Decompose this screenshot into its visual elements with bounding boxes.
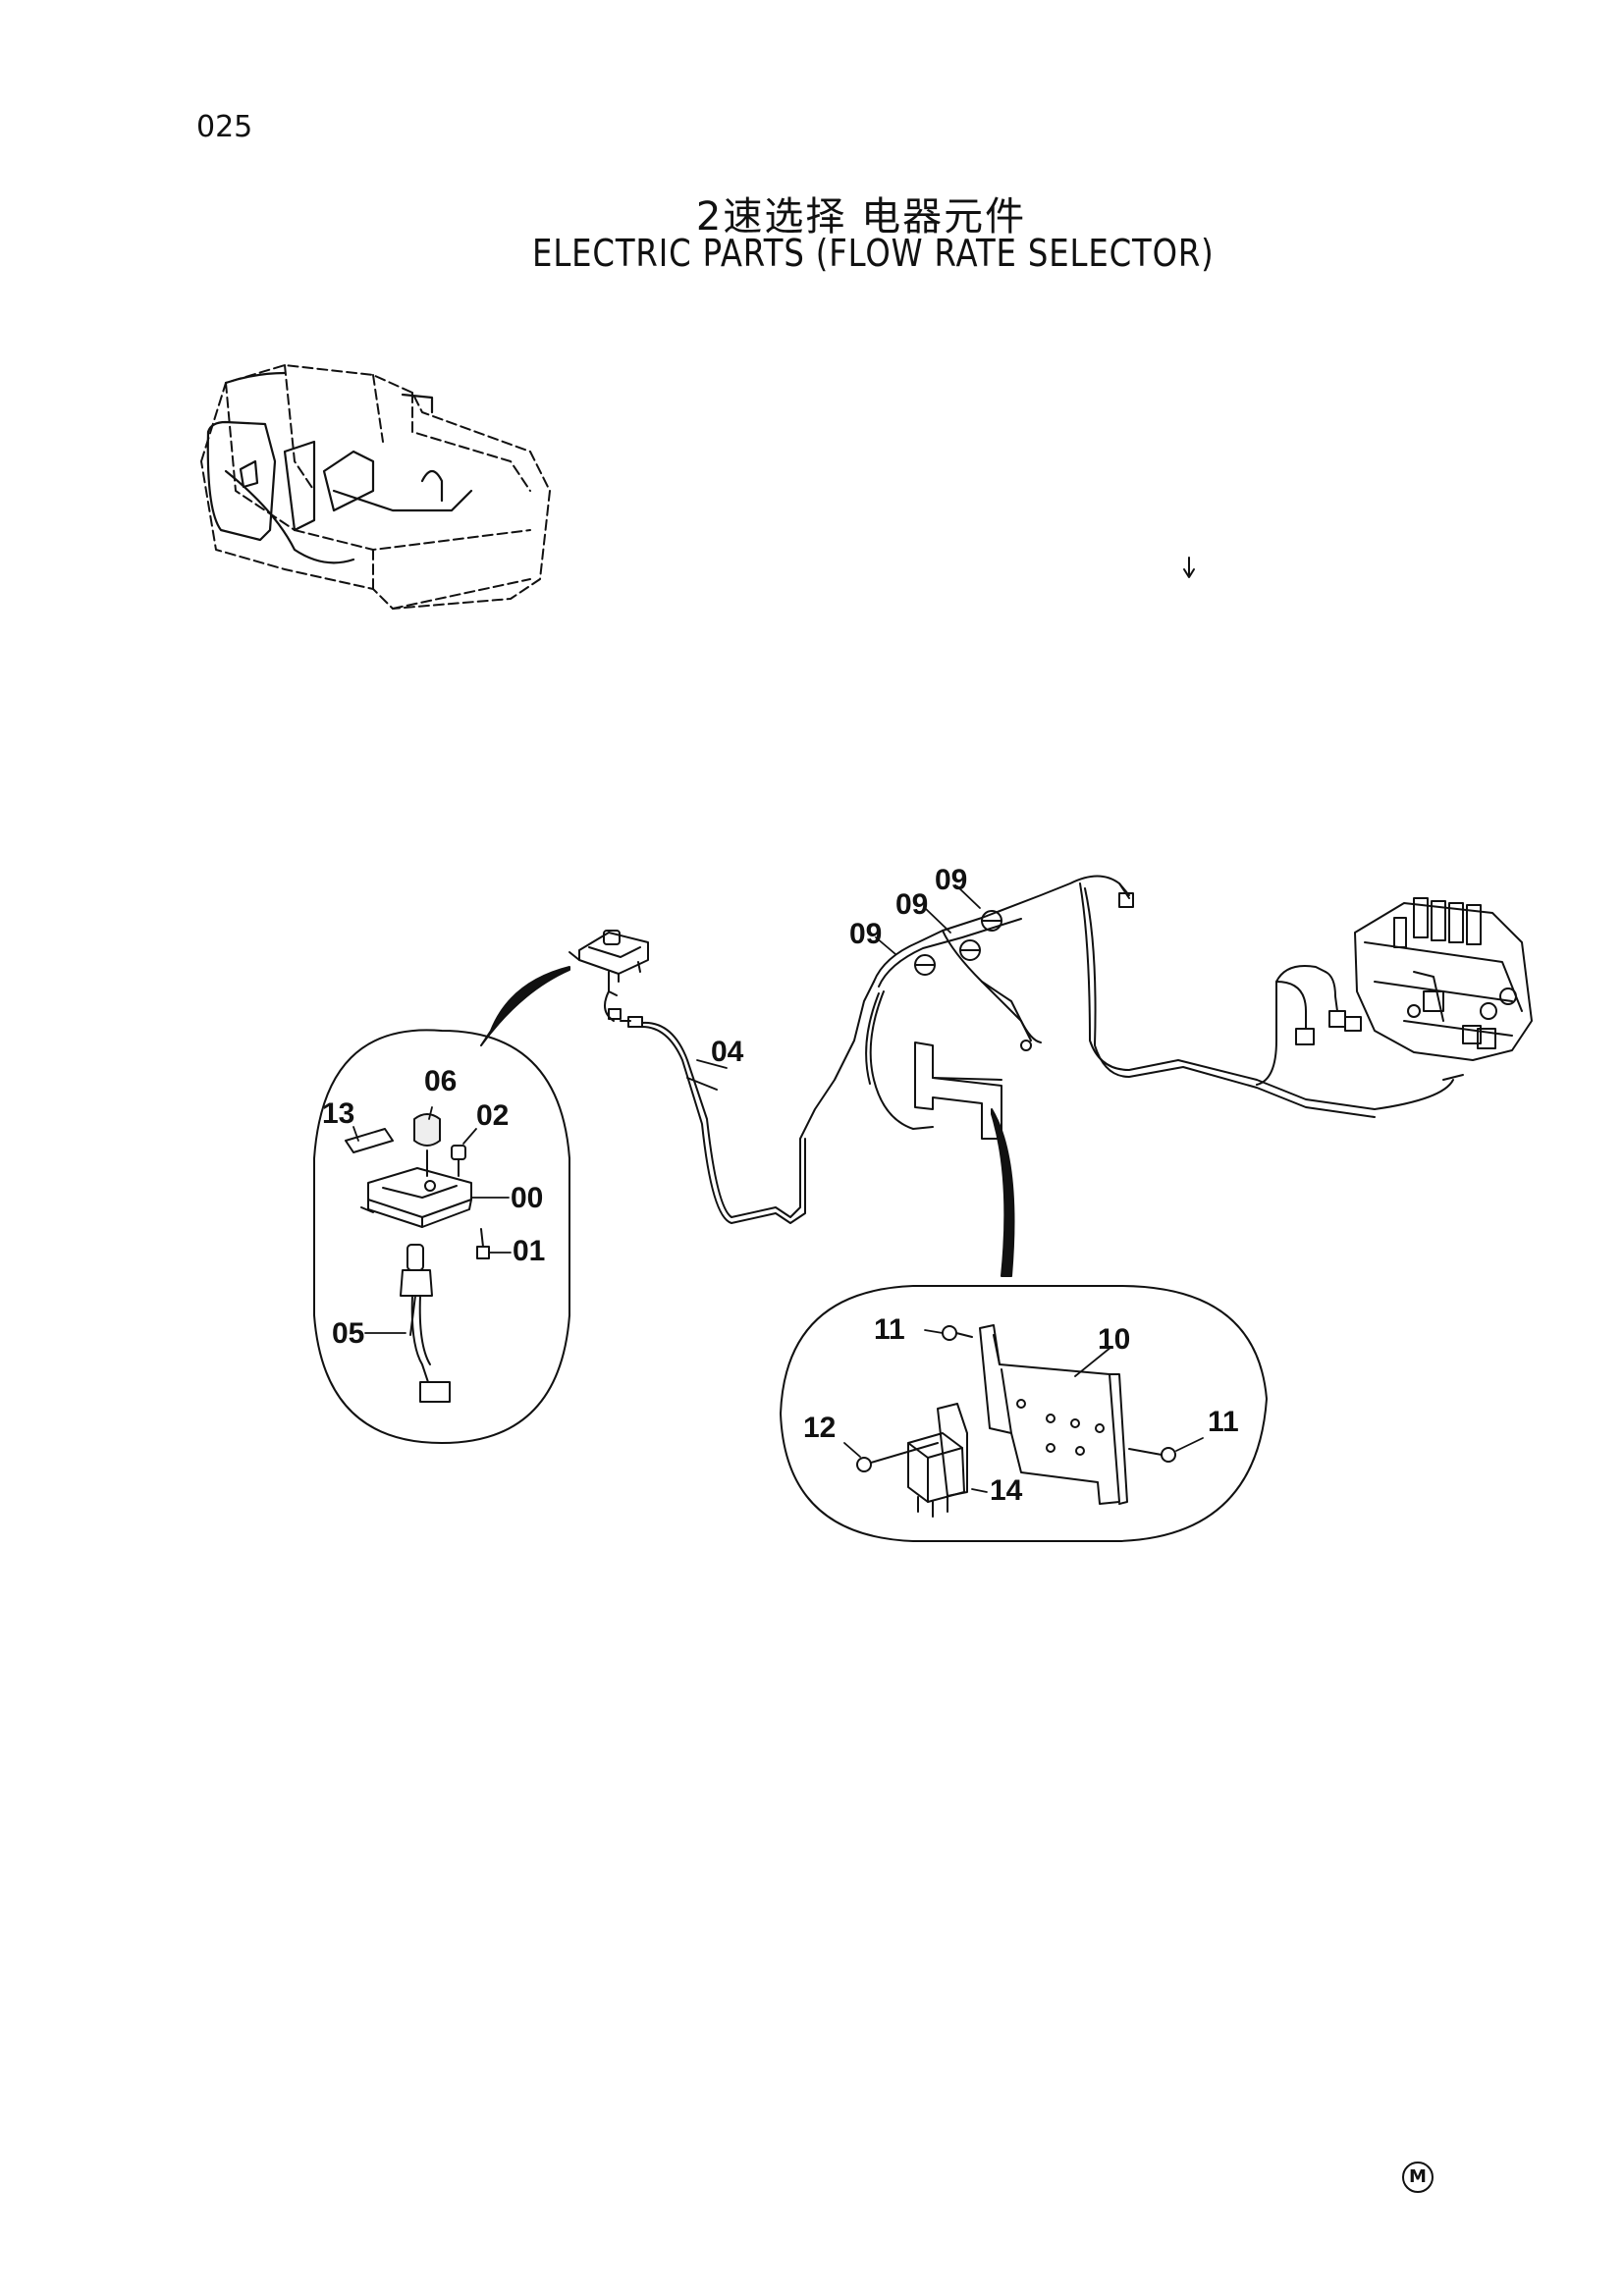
callout-11-top: 11: [874, 1313, 905, 1346]
arrow-marker-icon: [1183, 557, 1195, 578]
callout-06: 06: [424, 1065, 458, 1097]
callout-10: 10: [1098, 1323, 1131, 1356]
detail-bubble-left: [313, 1029, 570, 1444]
callout-11-right: 11: [1208, 1406, 1239, 1438]
callout-00: 00: [511, 1182, 544, 1214]
leader-right: [991, 1108, 1015, 1277]
callout-leaders: [352, 885, 1204, 1493]
bolt-11-right: [1128, 1447, 1176, 1463]
harness-04: [604, 981, 875, 1224]
clamp-09-b: [959, 939, 981, 961]
clamp-09-a: [914, 954, 936, 976]
callout-02: 02: [476, 1099, 510, 1132]
callout-09-b: 09: [895, 888, 929, 921]
relay-bracket-top: [914, 1041, 1002, 1140]
page-number: 025: [196, 110, 253, 144]
footer-mark: M: [1402, 2162, 1434, 2193]
switch-assembly-top: [568, 930, 649, 996]
clamp-09-c: [981, 910, 1002, 932]
callout-01: 01: [513, 1235, 546, 1267]
detail-bubble-right: [780, 1285, 1268, 1542]
machine-overview: [200, 364, 551, 610]
harness-branch: [865, 990, 934, 1130]
callout-09-c: 09: [935, 864, 968, 896]
title-chinese: 2速选择 电器元件: [695, 194, 1027, 240]
callout-12: 12: [803, 1412, 837, 1444]
callout-05: 05: [332, 1317, 365, 1350]
machine-overview-details: [206, 371, 473, 564]
bolt-11-top: [942, 1325, 973, 1341]
callout-09-a: 09: [849, 918, 883, 950]
control-valve: [1354, 897, 1533, 1061]
callout-14: 14: [990, 1474, 1023, 1507]
main-harness: [873, 875, 1464, 1118]
callout-04: 04: [711, 1036, 744, 1068]
callout-13: 13: [322, 1097, 355, 1130]
bolt-12: [856, 1442, 939, 1472]
title-english: ELECTRIC PARTS (FLOW RATE SELECTOR): [532, 232, 1215, 275]
leader-left: [480, 966, 570, 1046]
